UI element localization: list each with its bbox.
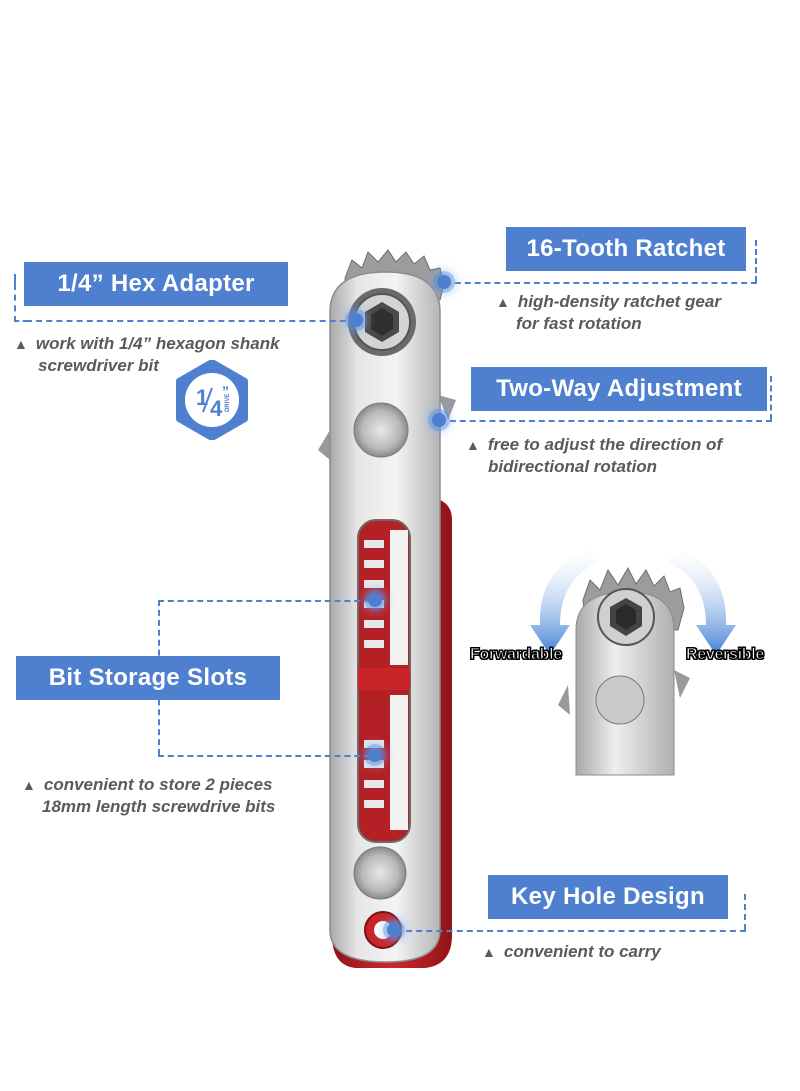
badge-drive-text: DRIVE — [225, 394, 231, 412]
key-hole-marker — [387, 923, 401, 937]
ratchet-label: 16-Tooth Ratchet — [506, 227, 746, 271]
bit-storage-label: Bit Storage Slots — [16, 656, 280, 700]
hex-adapter-desc-line2: screwdriver bit — [38, 356, 159, 375]
leader-hex-adapter-h — [26, 320, 356, 322]
ratchet-desc-line2: for fast rotation — [516, 314, 642, 333]
ratchet-marker — [437, 275, 451, 289]
triangle-icon: ▲ — [14, 336, 28, 352]
leader-two-way — [440, 420, 772, 422]
leader-two-way-v — [770, 376, 772, 420]
leader-key-hole — [396, 930, 746, 932]
hex-adapter-marker — [349, 313, 363, 327]
storage-marker-bottom — [368, 748, 382, 762]
leader-storage-top — [158, 600, 370, 602]
triangle-icon: ▲ — [22, 777, 36, 793]
hex-adapter-desc-line1: work with 1/4” hexagon shank — [35, 334, 280, 353]
key-hole-label: Key Hole Design — [488, 875, 728, 919]
leader-ratchet-v — [755, 240, 757, 282]
triangle-icon: ▲ — [496, 294, 510, 310]
ratchet-description: ▲ high-density ratchet gear for fast rota… — [496, 291, 721, 335]
triangle-icon: ▲ — [466, 437, 480, 453]
key-hole-desc-line1: convenient to carry — [503, 942, 661, 961]
leader-hex-adapter-cap — [14, 274, 16, 286]
storage-marker-top — [368, 593, 382, 607]
leader-ratchet — [445, 282, 757, 284]
triangle-icon: ▲ — [482, 944, 496, 960]
badge-fraction-num: 1 — [196, 385, 208, 410]
key-hole-description: ▲ convenient to carry — [482, 941, 661, 963]
two-way-description: ▲ free to adjust the direction of bidirec… — [466, 434, 722, 478]
bit-storage-description: ▲ convenient to store 2 pieces 18mm lengt… — [22, 774, 275, 818]
leader-hex-adapter — [14, 284, 28, 322]
badge-fraction-den: 4 — [210, 396, 223, 421]
two-way-desc-line1: free to adjust the direction of — [487, 435, 723, 454]
direction-inset-illustration — [530, 548, 736, 776]
ratchet-desc-line1: high-density ratchet gear — [517, 292, 721, 311]
hex-adapter-label: 1/4” Hex Adapter — [24, 262, 288, 306]
badge-quote: ” — [222, 383, 229, 399]
hex-adapter-description: ▲ work with 1/4” hexagon shank screwdrive… — [14, 333, 280, 377]
leader-storage-bottom — [158, 755, 370, 757]
bit-storage-desc-line2: 18mm length screwdrive bits — [42, 797, 276, 816]
two-way-marker — [432, 413, 446, 427]
two-way-label: Two-Way Adjustment — [471, 367, 767, 411]
forwardable-label: Forwardable — [470, 646, 563, 664]
reversible-label: Reversible — [686, 646, 765, 664]
two-way-desc-line2: bidirectional rotation — [488, 457, 658, 476]
quarter-inch-drive-badge-icon: 1 4 ” DRIVE — [176, 360, 248, 440]
leader-key-hole-v — [744, 894, 746, 930]
bit-storage-desc-line1: convenient to store 2 pieces — [43, 775, 273, 794]
